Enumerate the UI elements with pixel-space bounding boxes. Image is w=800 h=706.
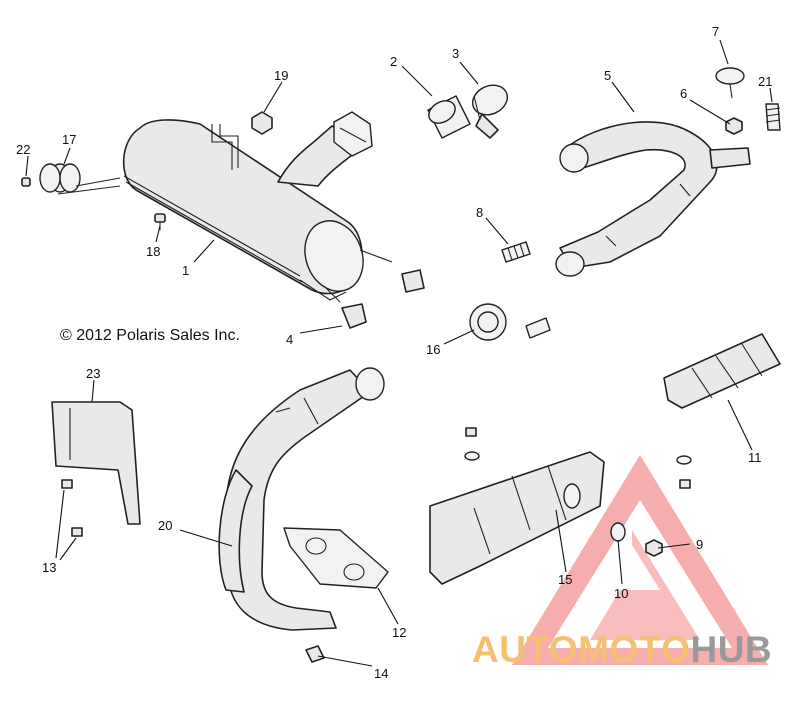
callout-16: 16 bbox=[426, 342, 440, 357]
gasket-part-12 bbox=[283, 527, 389, 589]
callout-labels: 1 2 3 4 5 6 7 8 9 10 11 12 13 14 15 16 1… bbox=[16, 24, 772, 681]
watermark-text-part2: HUB bbox=[690, 629, 772, 670]
bolts-part-13 bbox=[61, 479, 83, 537]
washer-right bbox=[676, 455, 692, 465]
callout-22: 22 bbox=[16, 142, 30, 157]
callout-4: 4 bbox=[286, 332, 293, 347]
callout-1: 1 bbox=[182, 263, 189, 278]
callout-17: 17 bbox=[62, 132, 76, 147]
spring-part-21 bbox=[765, 103, 781, 131]
bolt-right bbox=[679, 479, 691, 489]
isolator-part-4 bbox=[341, 303, 367, 329]
watermark-text-part1: AUTOMOTO bbox=[472, 629, 690, 670]
exhaust-pipe-part-5 bbox=[555, 121, 751, 277]
callout-2: 2 bbox=[390, 54, 397, 69]
isolator-upper bbox=[401, 269, 425, 293]
clamp-part-17 bbox=[39, 163, 121, 195]
callout-18: 18 bbox=[146, 244, 160, 259]
heat-shield-part-15 bbox=[429, 451, 605, 585]
callout-7: 7 bbox=[712, 24, 719, 39]
washer-upper-15 bbox=[464, 451, 480, 461]
clamp-part-3 bbox=[471, 84, 509, 139]
heat-shield-part-11 bbox=[663, 333, 781, 409]
callout-23: 23 bbox=[86, 366, 100, 381]
seal-ring-part-16 bbox=[469, 303, 507, 341]
callout-19: 19 bbox=[274, 68, 288, 83]
nut-part-22 bbox=[21, 177, 31, 187]
callout-14: 14 bbox=[374, 666, 388, 681]
muffler-part-1 bbox=[122, 111, 393, 303]
watermark-logo-triangle bbox=[512, 455, 768, 665]
spring-part-unlabeled bbox=[525, 317, 551, 339]
callout-21: 21 bbox=[758, 74, 772, 89]
callout-20: 20 bbox=[158, 518, 172, 533]
nut-part-9 bbox=[645, 539, 663, 557]
leader-lines bbox=[25, 39, 773, 667]
spring-part-8 bbox=[501, 241, 531, 263]
callout-9: 9 bbox=[696, 537, 703, 552]
callout-13: 13 bbox=[42, 560, 56, 575]
callout-5: 5 bbox=[604, 68, 611, 83]
grommet-part-7 bbox=[715, 67, 745, 99]
nut-part-6 bbox=[725, 117, 743, 135]
copyright-notice: © 2012 Polaris Sales Inc. bbox=[60, 327, 240, 344]
washer-part-10 bbox=[610, 522, 626, 542]
nut-part-19 bbox=[251, 111, 273, 135]
callout-10: 10 bbox=[614, 586, 628, 601]
callout-6: 6 bbox=[680, 86, 687, 101]
callout-8: 8 bbox=[476, 205, 483, 220]
seal-part-2 bbox=[427, 95, 471, 139]
callout-11: 11 bbox=[748, 450, 762, 465]
bracket-part-23 bbox=[51, 401, 141, 525]
watermark-text: AUTOMOTOHUB bbox=[472, 629, 772, 670]
callout-12: 12 bbox=[392, 625, 406, 640]
header-pipe-part-20 bbox=[218, 367, 385, 631]
callout-15: 15 bbox=[558, 572, 572, 587]
callout-3: 3 bbox=[452, 46, 459, 61]
bolt-part-14 bbox=[305, 645, 325, 663]
bolt-upper-15 bbox=[465, 427, 477, 437]
